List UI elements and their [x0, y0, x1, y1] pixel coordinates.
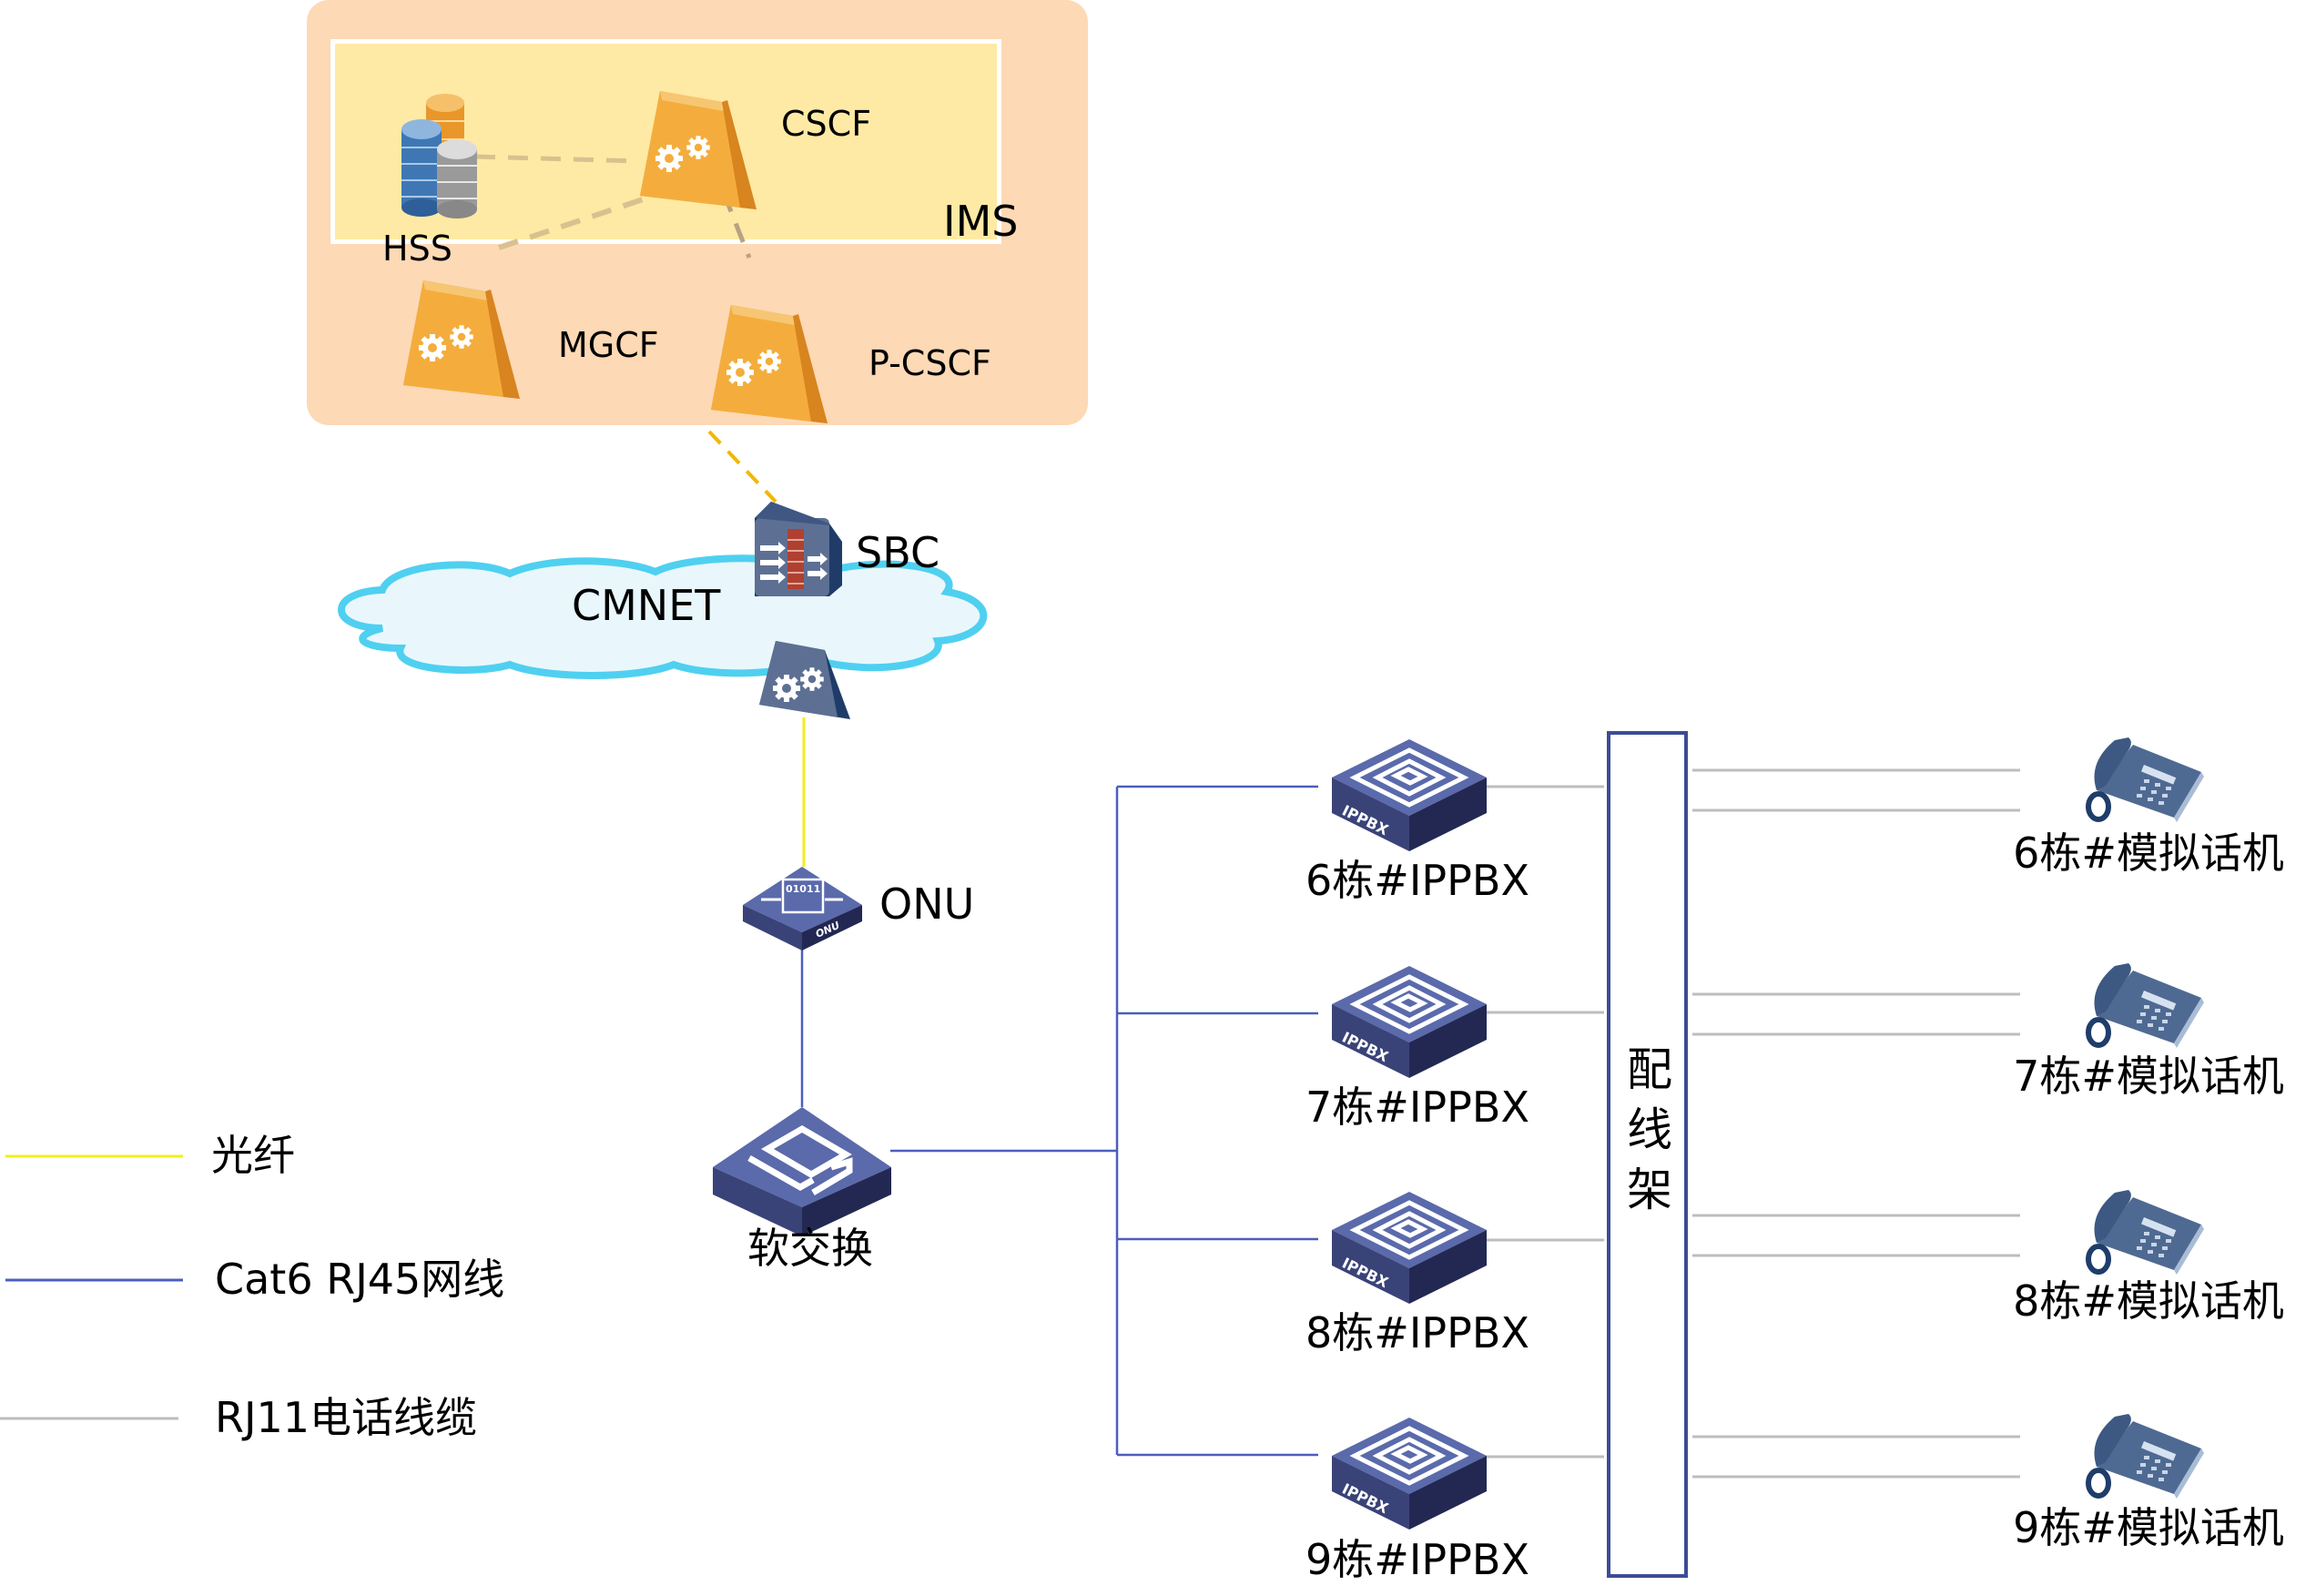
phone-8-icon[interactable]: [2088, 1190, 2204, 1275]
sbc-label: SBC: [856, 528, 940, 577]
patch-panel-char-3: 架: [1627, 1164, 1672, 1216]
ippbx-7-icon[interactable]: [1332, 966, 1487, 1078]
patch-panel-char-1: 配: [1627, 1043, 1672, 1096]
mgcf-label: MGCF: [558, 325, 659, 365]
sbc-firewall-icon[interactable]: [755, 502, 842, 596]
cscf-server-icon[interactable]: [640, 91, 757, 209]
hss-database-icon[interactable]: [401, 94, 477, 219]
softswitch-icon[interactable]: [713, 1107, 891, 1236]
ims-label: IMS: [943, 197, 1019, 246]
phone-7-label: 7栋#模拟话机: [2013, 1052, 2284, 1101]
softswitch-label: 软交换: [747, 1224, 873, 1273]
pcscf-label: P-CSCF: [868, 343, 991, 383]
ippbx-9-icon[interactable]: [1332, 1418, 1487, 1530]
phone-9-label: 9栋#模拟话机: [2013, 1503, 2284, 1552]
ippbx-7-label: 7栋#IPPBX: [1305, 1083, 1529, 1132]
ippbx-6-icon[interactable]: [1332, 739, 1487, 851]
onu-label: ONU: [879, 879, 975, 929]
phone-7-icon[interactable]: [2088, 963, 2204, 1048]
ippbx-9-label: 9栋#IPPBX: [1305, 1535, 1529, 1584]
legend-label-fiber: 光纤: [211, 1131, 295, 1180]
legend-label-rj11: RJ11电话线缆: [215, 1393, 478, 1442]
cscf-label: CSCF: [781, 104, 872, 144]
phone-6-label: 6栋#模拟话机: [2013, 828, 2284, 878]
phone-9-icon[interactable]: [2088, 1414, 2204, 1499]
onu-device-icon[interactable]: 01011 ONU: [743, 867, 862, 950]
link-ims-sbc: [707, 430, 777, 503]
ippbx-8-label: 8栋#IPPBX: [1305, 1308, 1529, 1357]
phone-8-label: 8栋#模拟话机: [2013, 1276, 2284, 1326]
phone-6-icon[interactable]: [2088, 737, 2204, 822]
pcscf-server-icon[interactable]: [711, 305, 828, 423]
hss-label: HSS: [382, 229, 452, 269]
cmnet-label: CMNET: [572, 581, 721, 630]
patch-panel-char-2: 线: [1627, 1103, 1672, 1156]
mgcf-server-icon[interactable]: [403, 280, 520, 399]
ippbx-8-icon[interactable]: [1332, 1192, 1487, 1304]
ippbx-6-label: 6栋#IPPBX: [1305, 856, 1529, 905]
legend-label-ethernet: Cat6 RJ45网线: [215, 1255, 505, 1304]
patch-panel[interactable]: [1607, 731, 1688, 1578]
link-hss-cscf: [474, 154, 638, 164]
onu-icon-bits: 01011: [786, 883, 820, 895]
access-gateway-icon[interactable]: [759, 641, 850, 719]
